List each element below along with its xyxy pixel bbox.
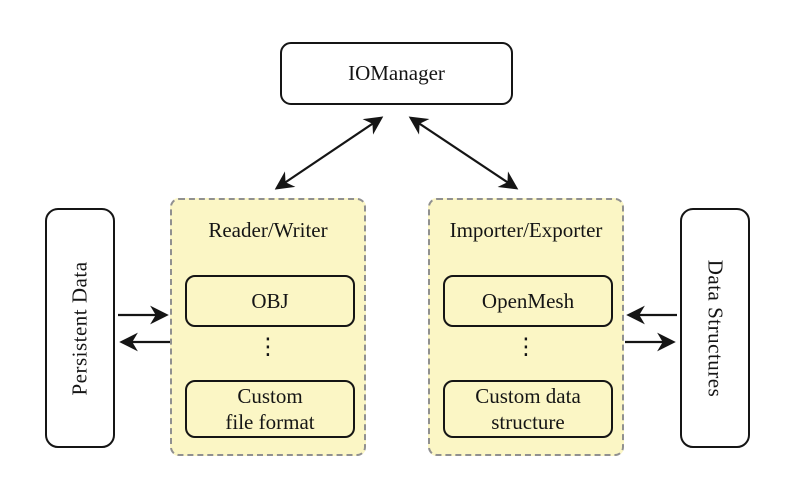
obj-node: OBJ bbox=[185, 275, 355, 327]
reader-writer-group: Reader/Writer OBJ ⋮ Custom file format bbox=[170, 198, 366, 456]
importer-exporter-group: Importer/Exporter OpenMesh ⋮ Custom data… bbox=[428, 198, 624, 456]
iomanager-node: IOManager bbox=[280, 42, 513, 105]
reader-writer-title: Reader/Writer bbox=[208, 218, 328, 242]
openmesh-node: OpenMesh bbox=[443, 275, 613, 327]
importer-exporter-title: Importer/Exporter bbox=[449, 218, 603, 242]
custom-data-structure-line1: Custom data bbox=[475, 384, 581, 408]
arrow-iomanager-importer-exporter bbox=[408, 116, 519, 190]
custom-data-structure-node: Custom data structure bbox=[443, 380, 613, 438]
persistent-data-label: Persistent Data bbox=[67, 260, 92, 396]
openmesh-label: OpenMesh bbox=[481, 289, 575, 313]
custom-file-format-node: Custom file format bbox=[185, 380, 355, 438]
custom-file-format-line2: file format bbox=[225, 410, 315, 434]
arrow-iomanager-reader-writer bbox=[274, 116, 384, 190]
obj-label: OBJ bbox=[251, 289, 289, 313]
custom-data-structure-line2: structure bbox=[491, 410, 565, 434]
data-structures-label: Data Structures bbox=[703, 259, 728, 397]
reader-writer-ellipsis: ⋮ bbox=[256, 334, 280, 360]
data-structures-node: Data Structures bbox=[680, 208, 750, 448]
persistent-data-node: Persistent Data bbox=[45, 208, 115, 448]
custom-file-format-line1: Custom bbox=[237, 384, 303, 408]
importer-exporter-ellipsis: ⋮ bbox=[514, 334, 538, 360]
iomanager-label: IOManager bbox=[348, 60, 445, 85]
